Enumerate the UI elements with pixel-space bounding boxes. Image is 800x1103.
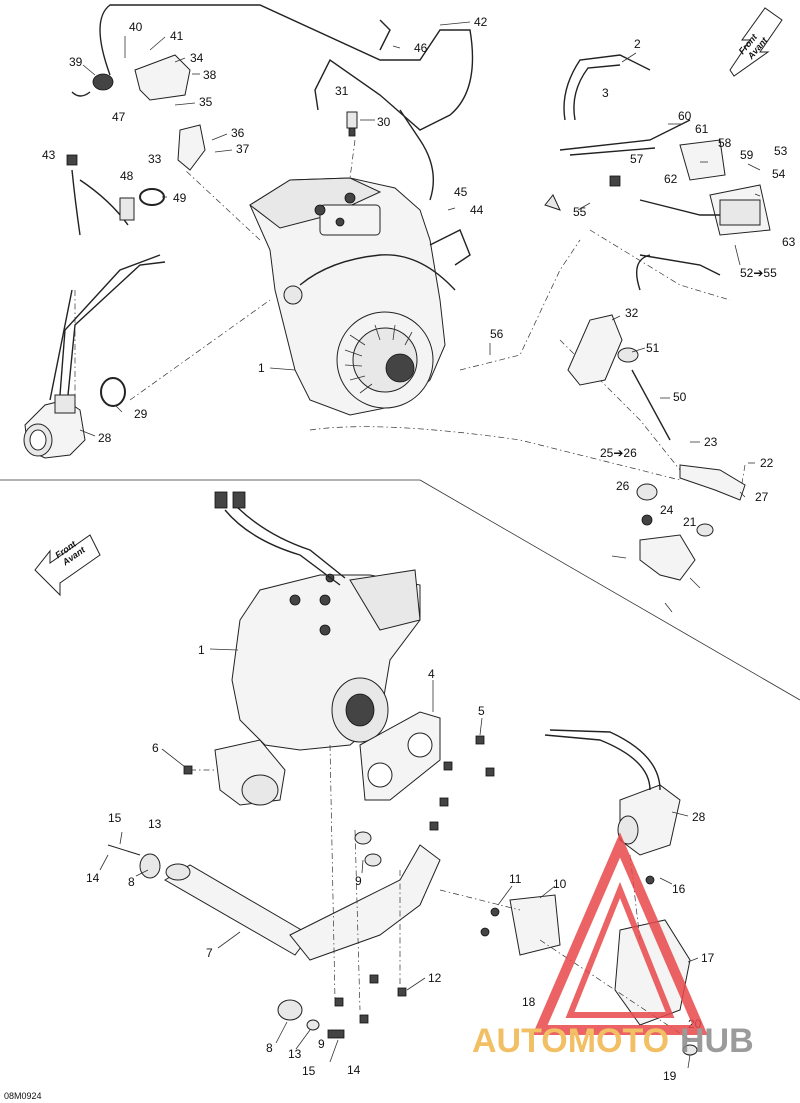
mounts-bottom — [277, 974, 407, 1039]
callout: 15 — [108, 811, 122, 825]
callout: 40 — [129, 20, 143, 34]
callout: 25➔26 — [600, 446, 637, 460]
callout: 51 — [646, 341, 660, 355]
callout: 12 — [428, 971, 442, 985]
callout: 8 — [128, 875, 135, 889]
engine-top-assembly — [249, 177, 471, 416]
front-arrow-icon-top: Front Avant — [729, 7, 783, 77]
callout: 29 — [134, 407, 148, 421]
callout: 15 — [302, 1064, 316, 1078]
callout: 48 — [120, 169, 134, 183]
callout: 47 — [112, 110, 126, 124]
starter-motor-6 — [214, 739, 286, 806]
bracket-22 — [636, 464, 746, 581]
callout: 27 — [755, 490, 769, 504]
callout: 45 — [454, 185, 468, 199]
callout: 8 — [266, 1041, 273, 1055]
coil-assembly — [544, 54, 771, 291]
callout: 28 — [98, 431, 112, 445]
callout: 28 — [692, 810, 706, 824]
callout: 6 — [152, 741, 159, 755]
gasket-4 — [359, 711, 441, 801]
callout: 37 — [236, 142, 250, 156]
callout: 10 — [553, 877, 567, 891]
watermark-logo: AUTOMOTO HUB — [472, 832, 754, 1060]
fuel-cap-32 — [567, 314, 671, 441]
svg-text:AUTOMOTO: AUTOMOTO — [472, 1022, 669, 1060]
callout: 33 — [148, 152, 162, 166]
callout: 13 — [148, 817, 162, 831]
engine-bottom-assembly — [214, 491, 421, 751]
callout: 3 — [602, 86, 609, 100]
callout: 24 — [660, 503, 674, 517]
callout: 41 — [170, 29, 184, 43]
callout: 11 — [509, 872, 522, 886]
callout: 30 — [377, 115, 391, 129]
callout: 1 — [258, 361, 265, 375]
spark-plug-30 — [346, 111, 358, 137]
exhaust-pipe-7 — [107, 844, 441, 961]
callout: 9 — [355, 874, 362, 888]
bolts — [183, 735, 495, 831]
callout: 52➔55 — [740, 266, 777, 280]
callout: 1 — [198, 643, 205, 657]
callout: 57 — [630, 152, 644, 166]
callout: 46 — [414, 41, 428, 55]
callout: 42 — [474, 15, 488, 29]
callout: 35 — [199, 95, 213, 109]
callout: 14 — [347, 1063, 361, 1077]
callout: 50 — [673, 390, 687, 404]
leader-lines — [79, 21, 761, 613]
plate-10 — [480, 894, 561, 956]
callout: 5 — [478, 704, 485, 718]
callout: 17 — [701, 951, 715, 965]
callout: 62 — [664, 172, 678, 186]
carburetor-top — [23, 254, 166, 459]
fuel-pump-top — [66, 54, 206, 236]
callout: 56 — [490, 327, 504, 341]
front-arrow-icon-bottom: Front Avant — [34, 534, 101, 597]
callout: 43 — [42, 148, 56, 162]
svg-text:HUB: HUB — [680, 1022, 754, 1060]
callout: 16 — [672, 882, 686, 896]
callout: 53 — [774, 144, 788, 158]
washer-9 — [354, 831, 382, 867]
callout: 39 — [69, 55, 83, 69]
callout: 31 — [335, 84, 349, 98]
callout: 4 — [428, 667, 435, 681]
callouts-top: 40 41 34 39 38 47 35 33 36 37 42 46 31 3… — [42, 15, 796, 529]
callout: 61 — [695, 122, 709, 136]
callout: 60 — [678, 109, 692, 123]
callout: 44 — [470, 203, 484, 217]
callout: 18 — [522, 995, 536, 1009]
callout: 21 — [683, 515, 697, 529]
callout: 9 — [318, 1037, 325, 1051]
callout: 19 — [663, 1069, 677, 1083]
callout: 59 — [740, 148, 754, 162]
leader-lines-bottom — [99, 648, 699, 1069]
callout: 63 — [782, 235, 796, 249]
callout: 13 — [288, 1047, 302, 1061]
callout: 32 — [625, 306, 639, 320]
callout: 14 — [86, 871, 100, 885]
callout: 49 — [173, 191, 187, 205]
callout: 2 — [634, 37, 641, 51]
callout: 23 — [704, 435, 718, 449]
reference-code: 08M0924 — [4, 1091, 42, 1101]
wire-harness-top — [99, 4, 474, 131]
callout: 7 — [206, 946, 213, 960]
callout: 26 — [616, 479, 630, 493]
callout: 22 — [760, 456, 774, 470]
callout: 36 — [231, 126, 245, 140]
callout: 58 — [718, 136, 732, 150]
callout: 54 — [772, 167, 786, 181]
callout: 38 — [203, 68, 217, 82]
callout: 55 — [573, 205, 587, 219]
callout: 34 — [190, 51, 204, 65]
section-divider-slant — [419, 479, 800, 701]
clamp-29 — [100, 377, 126, 407]
